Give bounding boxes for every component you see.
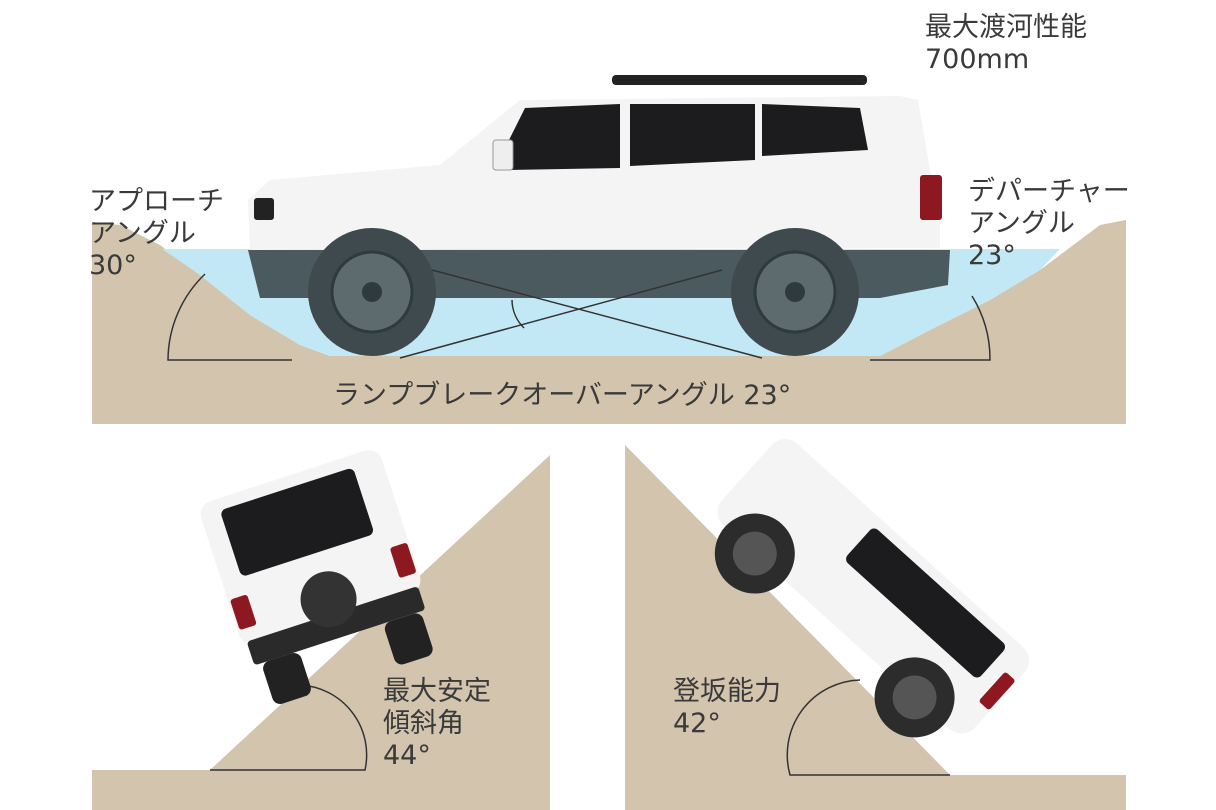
departure-line2: アングル (968, 208, 1075, 239)
tilt-panel (92, 450, 550, 810)
side-view-panel (92, 75, 1126, 424)
climbing-panel (625, 439, 1126, 810)
wading-depth-label: 最大渡河性能 700mm (925, 12, 1087, 76)
ground-side-view (92, 220, 1126, 424)
departure-angle-arc (870, 295, 991, 361)
car-climbing (714, 439, 1030, 738)
climbing-value: 42° (673, 708, 721, 739)
max-tilt-line2: 傾斜角 (383, 708, 464, 739)
wading-value: 700mm (925, 44, 1030, 75)
departure-angle-label: デパーチャー アングル 23° (968, 176, 1130, 272)
approach-value: 30° (89, 250, 137, 281)
breakover-angle-arc (511, 299, 525, 329)
breakover-line-2 (431, 269, 763, 359)
max-tilt-line1: 最大安定 (383, 676, 491, 707)
ground-tilt (92, 455, 550, 810)
breakover-line-1 (399, 269, 723, 359)
ramp-breakover-label: ランプブレークオーバーアングル 23° (333, 380, 792, 411)
departure-value: 23° (968, 240, 1016, 271)
rear-wheel (731, 228, 859, 356)
wading-title: 最大渡河性能 (925, 12, 1087, 43)
approach-line2: アングル (89, 218, 196, 249)
approach-line1: アプローチ (89, 186, 224, 217)
front-wheel (308, 228, 436, 356)
car-rear-view-tilted (200, 450, 433, 704)
climbing-label: 登坂能力 42° (673, 676, 781, 740)
approach-angle-arc (167, 273, 292, 361)
max-tilt-value: 44° (383, 740, 431, 771)
departure-line1: デパーチャー (968, 176, 1130, 207)
climbing-line1: 登坂能力 (673, 676, 781, 707)
ground-climb (625, 445, 1126, 810)
max-tilt-label: 最大安定 傾斜角 44° (383, 676, 491, 772)
car-side-view (248, 75, 950, 356)
approach-angle-label: アプローチ アングル 30° (89, 186, 224, 282)
tilt-angle-arc (210, 684, 368, 771)
climb-angle-arc (786, 679, 950, 776)
